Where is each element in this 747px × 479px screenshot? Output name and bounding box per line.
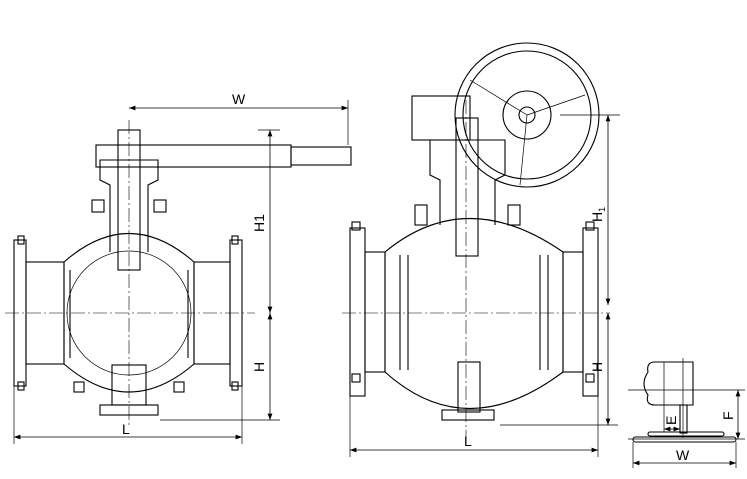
dim-label-l: L <box>464 433 472 449</box>
dim-label-l: L <box>122 421 130 437</box>
gear-valve-drawing: H1 H L <box>342 42 620 457</box>
dim-label-w: W <box>232 91 246 107</box>
dim-label-f: F <box>720 411 736 420</box>
dim-label-h1-subscript: 1 <box>597 207 607 212</box>
dim-label-h: H <box>589 362 605 372</box>
dim-label-w: W <box>676 447 690 463</box>
gearbox-detail-drawing: F E W <box>628 358 745 468</box>
dim-label-h1: H1 <box>251 214 267 232</box>
dim-label-h1: H <box>589 212 605 222</box>
lever-valve-drawing: W H1 H L <box>5 91 352 444</box>
dim-label-e: E <box>663 416 679 425</box>
svg-text:H1: H1 <box>589 207 607 222</box>
dim-label-h: H <box>251 362 267 372</box>
